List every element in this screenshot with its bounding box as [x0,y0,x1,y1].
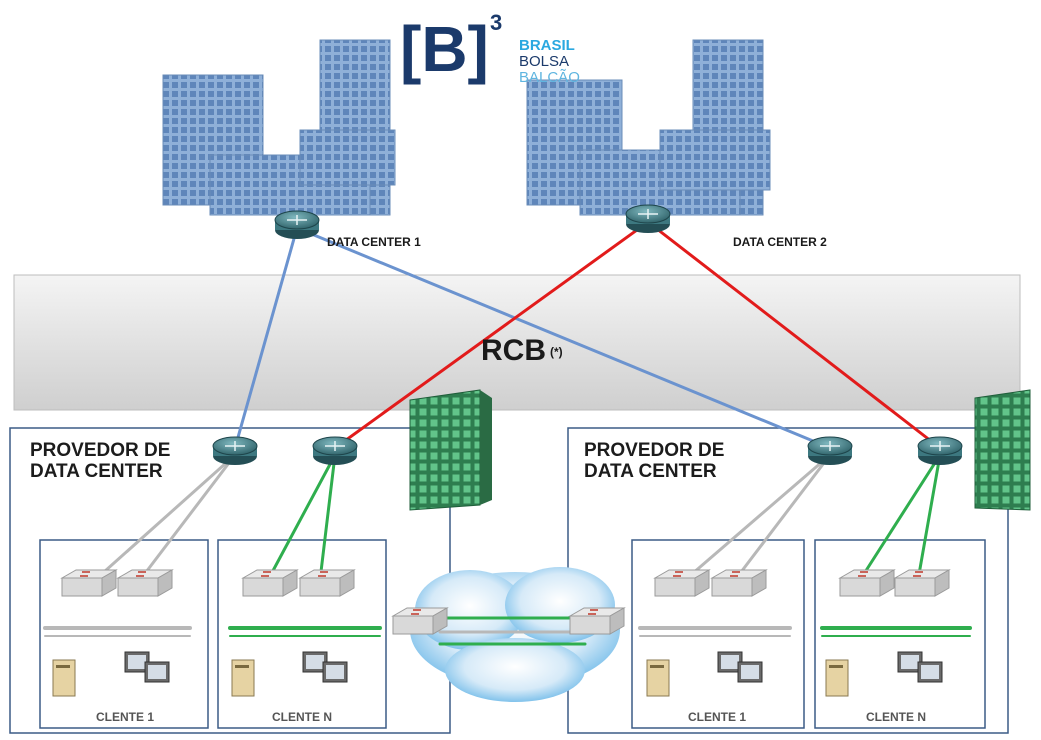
right-client1-switch-b-icon [710,569,768,597]
right-client1-server-icon [646,659,670,697]
left-clientn-uplink-a [266,453,337,582]
provider-building-icon-left [409,389,492,511]
network-devices [52,204,963,697]
b3-logo-mark: [B] [400,13,489,85]
dc1-link-right-provider [295,226,832,450]
rcb-label-text: RCB [481,334,546,367]
right-clientn-uplink-b [916,453,942,582]
client-box-right-n [814,539,986,729]
dc1-link-left-provider [233,226,299,450]
data-center-2-building [526,39,771,216]
rcb-network-band [13,274,1021,411]
left-clientn-workstations-icon [302,651,348,683]
dc2-link-left-provider [333,220,650,450]
right-clientn-uplink-a [858,453,942,582]
right-client1-workstations-icon [717,651,763,683]
client-label-right-n: CLENTE N [866,710,926,724]
data-center-1-building [162,39,396,216]
dc2-router-icon [625,204,671,233]
left-clientn-switch-a-icon [241,569,299,597]
provider-label-left-line1: PROVEDOR DE [30,440,171,461]
right-clientn-switch-a-icon [838,569,896,597]
right-client1-uplink-b [733,453,832,582]
b3-logo-text-bolsa: BOLSA [519,53,570,70]
left-clientn-server-icon [231,659,255,697]
left-provider-router-2-icon [312,436,358,465]
left-client1-uplink-b [138,453,237,582]
data-center-2-label: DATA CENTER 2 [733,235,827,249]
provider-label-right: PROVEDOR DE DATA CENTER [584,440,724,482]
client-label-left-1: CLENTE 1 [96,710,155,724]
b3-logo-text-balcao: BALCÃO [519,69,580,86]
client-box-left-n [217,539,387,729]
left-client1-switch-b-icon [116,569,174,597]
client-label-left-n: CLENTE N [272,710,332,724]
provider-building-icon-right [974,389,1031,511]
right-client1-uplink-a [683,453,832,582]
left-provider-router-1-icon [212,436,258,465]
left-clientn-switch-b-icon [298,569,356,597]
provider-label-right-line2: DATA CENTER [584,461,717,482]
provider-label-left: PROVEDOR DE DATA CENTER [30,440,170,482]
network-links [43,220,972,646]
right-clientn-server-icon [825,659,849,697]
client-box-right-1 [631,539,805,729]
left-client1-uplink-a [93,453,237,582]
client-box-left-1 [39,539,209,729]
interconnect-cloud [410,567,620,702]
b3-logo-superscript: 3 [490,10,503,35]
right-client1-switch-a-icon [653,569,711,597]
left-client1-server-icon [52,659,76,697]
right-clientn-workstations-icon [897,651,943,683]
right-provider-router-2-icon [917,436,963,465]
provider-label-left-line2: DATA CENTER [30,461,163,482]
cloud-switch-right-icon [568,607,626,635]
client-label-right-1: CLENTE 1 [688,710,747,724]
provider-label-right-line1: PROVEDOR DE [584,440,725,461]
right-provider-router-1-icon [807,436,853,465]
b3-logo-text-brasil: BRASIL [519,37,575,54]
left-client1-switch-a-icon [60,569,118,597]
dc2-link-right-provider [646,220,942,450]
left-client1-workstations-icon [124,651,170,683]
dc1-router-icon [274,210,320,239]
right-clientn-switch-b-icon [893,569,951,597]
cloud-switch-left-icon [391,607,449,635]
data-center-1-label: DATA CENTER 1 [327,235,421,249]
rcb-footnote-marker: (*) [550,345,563,360]
rcb-label: RCB (*) [481,334,563,368]
left-clientn-uplink-b [318,453,337,582]
